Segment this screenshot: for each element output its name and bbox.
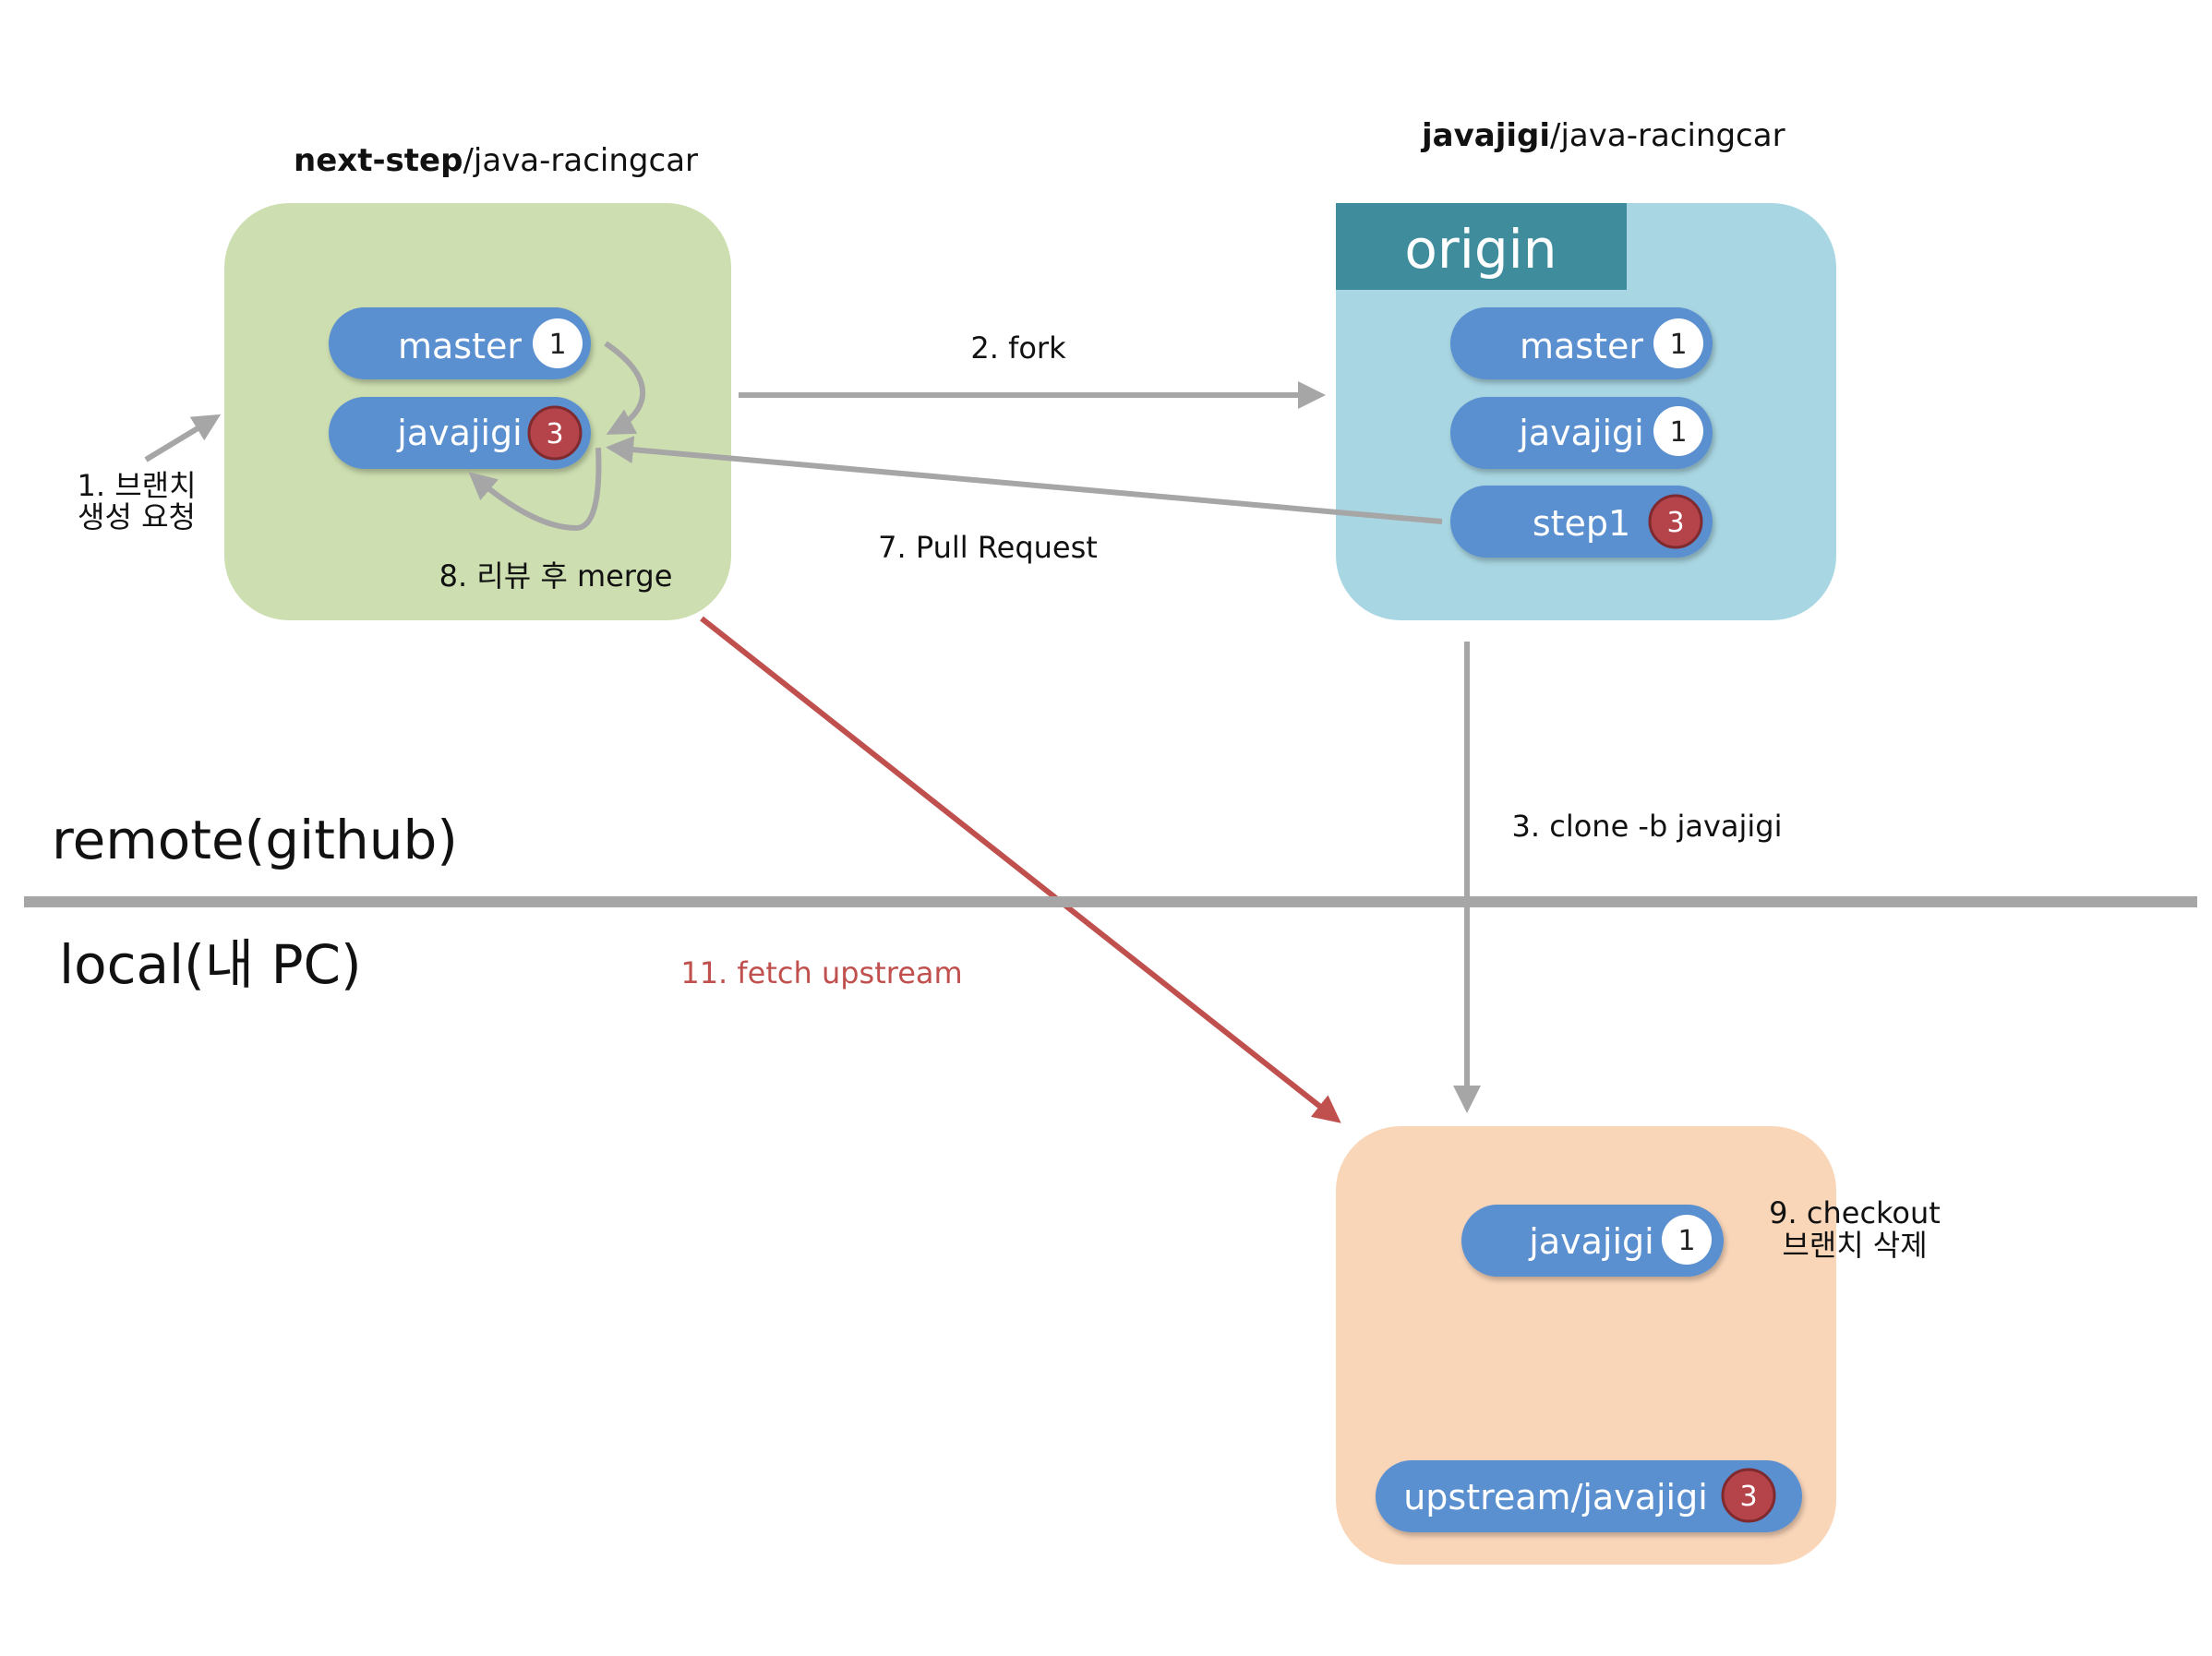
branch-pill bbox=[1376, 1460, 1802, 1532]
fork-repo-name: /java-racingcar bbox=[1550, 117, 1785, 154]
commit-count: 1 bbox=[1677, 1225, 1695, 1257]
branch-name: master bbox=[1520, 326, 1643, 366]
commit-count: 1 bbox=[1669, 329, 1687, 361]
commit-count-badge bbox=[527, 405, 583, 461]
origin-branch-javajigi: javajigi 1 bbox=[1450, 397, 1713, 469]
step1-label-line1: 1. 브랜치 bbox=[77, 468, 196, 503]
step8-label: 8. 리뷰 후 merge bbox=[439, 558, 673, 594]
local-section-label: local(내 PC) bbox=[59, 933, 362, 996]
branch-pill bbox=[1450, 307, 1713, 379]
branch-pill bbox=[329, 397, 591, 469]
origin-branch-master: master 1 bbox=[1450, 307, 1713, 379]
remote-section-label: remote(github) bbox=[52, 809, 458, 871]
step3-label: 3. clone -b javajigi bbox=[1512, 809, 1783, 844]
commit-count: 1 bbox=[548, 329, 566, 361]
branch-name: upstream/javajigi bbox=[1403, 1477, 1708, 1518]
branch-name: step1 bbox=[1533, 503, 1630, 544]
step2-label: 2. fork bbox=[970, 330, 1066, 366]
step11-label: 11. fetch upstream bbox=[680, 955, 962, 990]
branch-name: master bbox=[398, 326, 522, 366]
fork-repo-owner: javajigi bbox=[1420, 117, 1550, 154]
step9-label-line2: 브랜치 삭제 bbox=[1782, 1228, 1927, 1263]
step7-label: 7. Pull Request bbox=[878, 530, 1098, 565]
branch-pill bbox=[1450, 486, 1713, 558]
merge-curve-arrow-top bbox=[604, 341, 645, 435]
commit-count-badge bbox=[1648, 494, 1703, 549]
fetch-upstream-arrow bbox=[700, 616, 1341, 1123]
step9-label-line1: 9. checkout bbox=[1769, 1195, 1941, 1230]
commit-count: 3 bbox=[1666, 507, 1684, 539]
upstream-branch-javajigi: javajigi 3 bbox=[329, 397, 591, 469]
commit-count-badge bbox=[1721, 1468, 1776, 1523]
upstream-repo-title: next-step/java-racingcar bbox=[294, 142, 698, 179]
commit-count-badge bbox=[1662, 1215, 1712, 1265]
branch-pill bbox=[1461, 1205, 1724, 1277]
step1-label-line2: 생성 요청 bbox=[78, 499, 196, 534]
origin-label: origin bbox=[1404, 218, 1557, 281]
commit-count-badge bbox=[1653, 406, 1703, 456]
branch-pill bbox=[329, 307, 591, 379]
branch-name: javajigi bbox=[1518, 413, 1643, 453]
origin-header bbox=[1336, 203, 1627, 290]
commit-count: 3 bbox=[1739, 1481, 1757, 1513]
branch-request-arrow bbox=[144, 414, 222, 462]
commit-count: 3 bbox=[546, 418, 563, 450]
origin-branch-step1: step1 3 bbox=[1450, 486, 1713, 558]
merge-curve-arrow-bottom bbox=[468, 447, 602, 532]
upstream-repo-name: /java-racingcar bbox=[463, 142, 698, 179]
commit-count: 1 bbox=[1669, 416, 1687, 449]
commit-count-badge bbox=[533, 318, 583, 368]
branch-name: javajigi bbox=[1528, 1221, 1653, 1262]
commit-count-badge bbox=[1653, 318, 1703, 368]
upstream-branch-master: master 1 bbox=[329, 307, 591, 379]
branch-pill bbox=[1450, 397, 1713, 469]
upstream-repo-owner: next-step bbox=[294, 142, 463, 179]
local-branch-upstream-javajigi: upstream/javajigi 3 bbox=[1376, 1460, 1802, 1532]
pull-request-arrow bbox=[606, 436, 1443, 524]
fork-repo-title: javajigi/java-racingcar bbox=[1420, 117, 1785, 154]
branch-name: javajigi bbox=[396, 413, 522, 453]
local-branch-javajigi: javajigi 1 bbox=[1461, 1205, 1724, 1277]
